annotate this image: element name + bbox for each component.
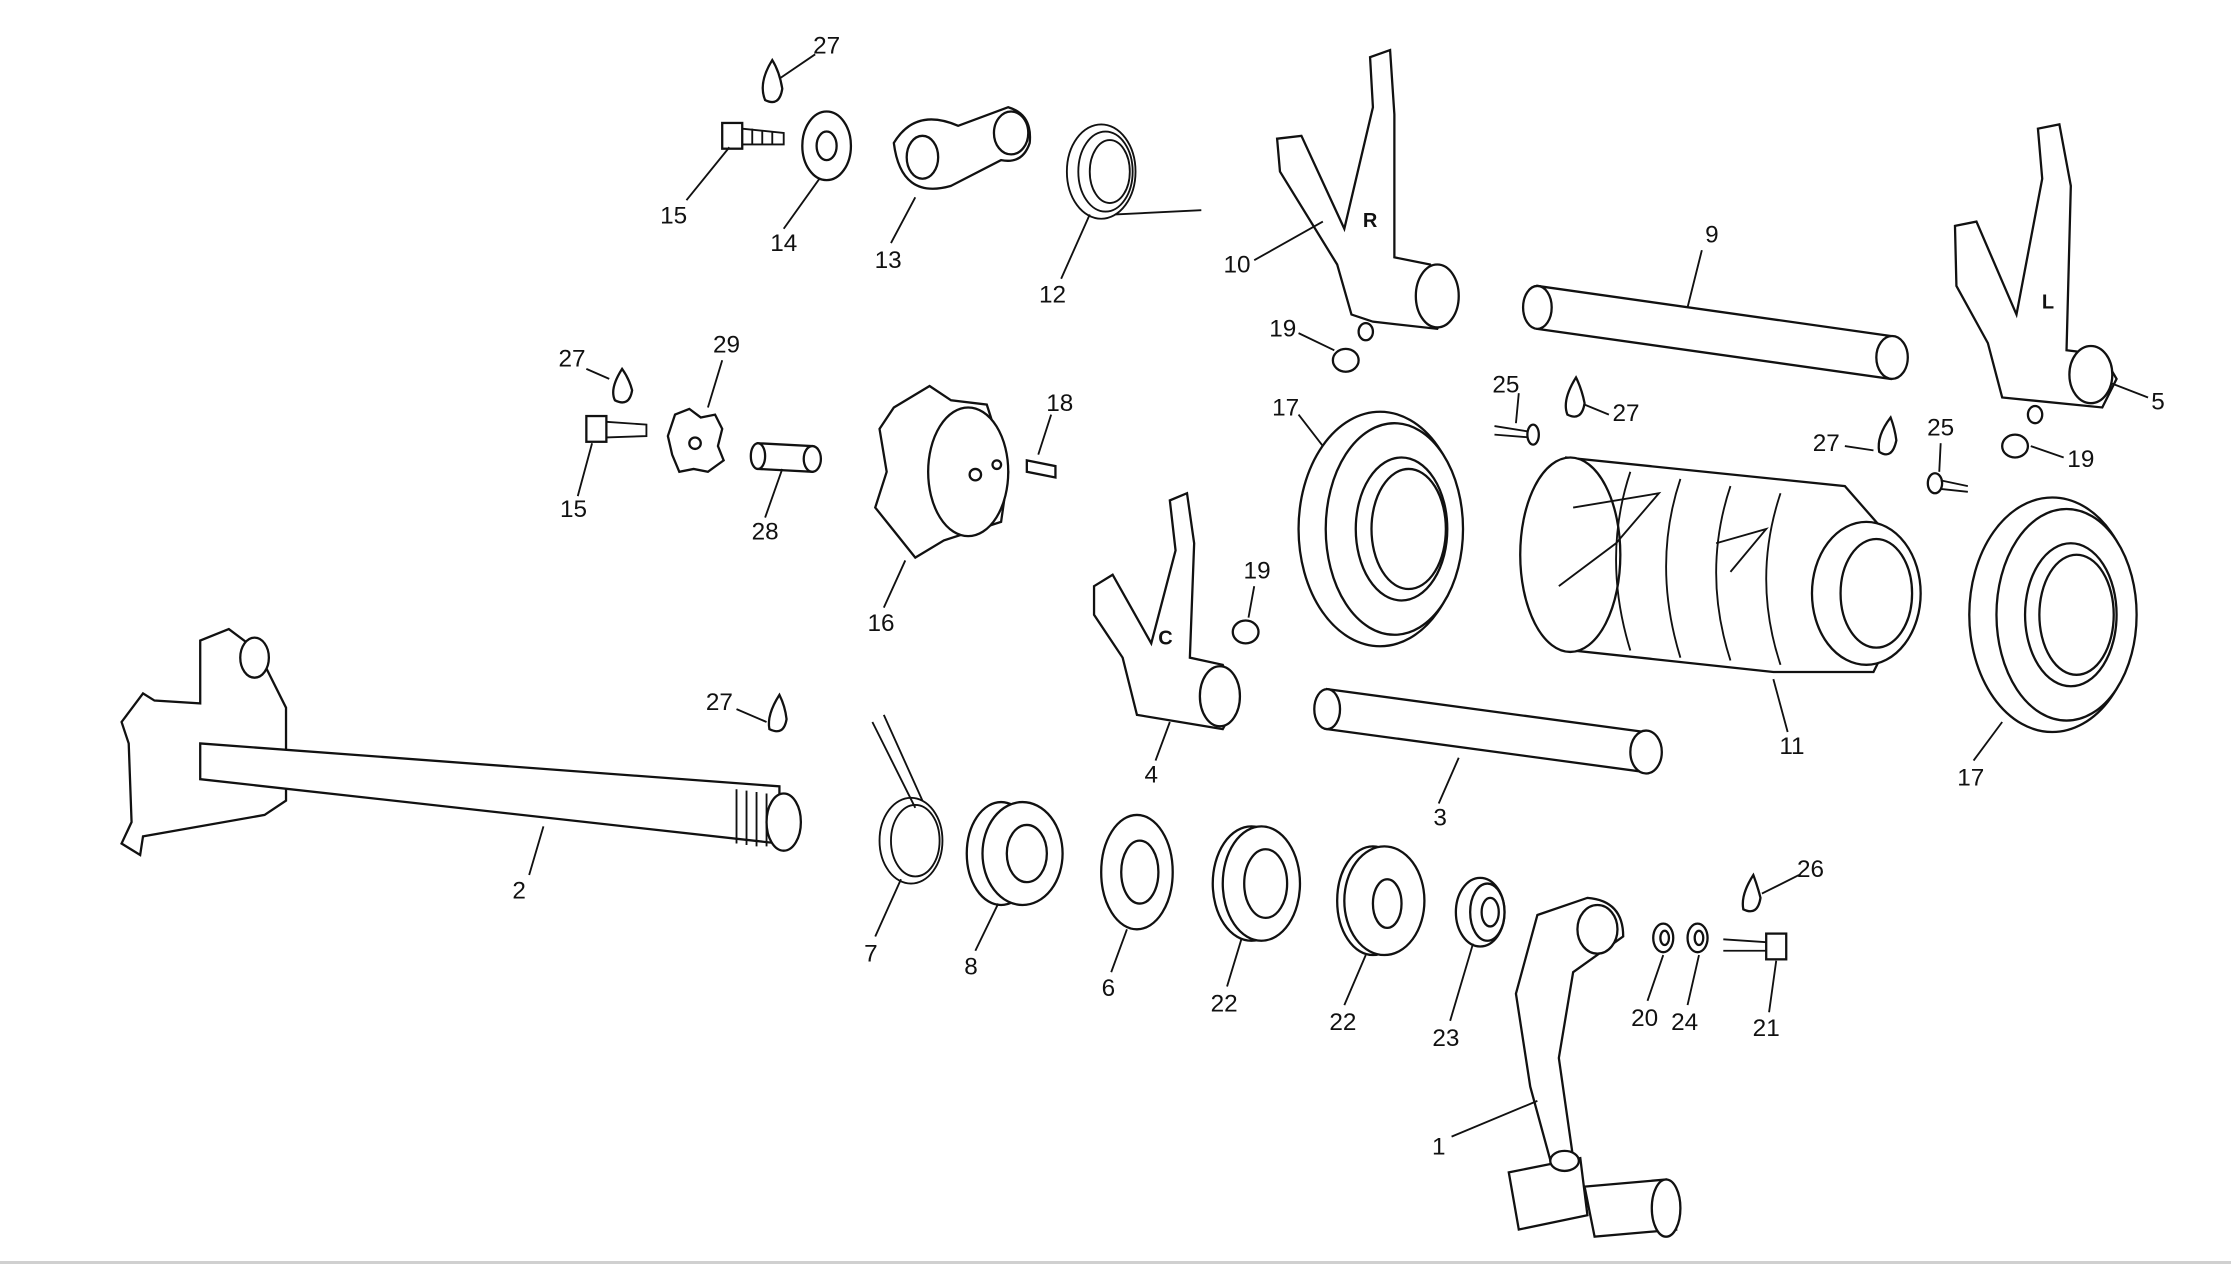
- part-2-shift-shaft: [120, 627, 803, 857]
- callout-label: 7: [864, 940, 878, 967]
- callout-label: 28: [752, 519, 779, 546]
- part-15-bolt-middle: [585, 414, 648, 443]
- callout-label: 15: [560, 496, 587, 523]
- grease-drop-icon: [612, 57, 1898, 913]
- callout-label: 9: [1705, 221, 1719, 248]
- callout-label: 8: [964, 953, 978, 980]
- callout-label: 25: [1492, 371, 1519, 398]
- part-10-shift-fork-r: R: [1275, 48, 1460, 331]
- part-17-bearing-right: [1968, 496, 2138, 734]
- bottom-divider: [0, 1261, 2231, 1264]
- callout-label: 10: [1224, 251, 1251, 278]
- fork-mark-r: R: [1363, 210, 1378, 232]
- callout-label: 29: [713, 331, 740, 358]
- callout-label: 19: [1244, 557, 1271, 584]
- part-16-cam-plate: [873, 384, 1010, 560]
- part-21-bolt: [1723, 932, 1788, 961]
- part-19-roller-2: [1231, 619, 1260, 645]
- callout-label: 14: [770, 230, 797, 257]
- callout-label: 5: [2151, 389, 2165, 416]
- callout-labels: 27 15 14 13 12 10 19 9 25 27 17 27 29 15…: [512, 33, 2164, 1161]
- callout-label: 4: [1144, 762, 1158, 789]
- part-24-washer: [1686, 922, 1709, 954]
- callout-label: 13: [875, 247, 902, 274]
- part-29-star-plate: [666, 407, 726, 474]
- part-9-fork-rod: [1521, 284, 1909, 381]
- callout-label: 19: [2067, 446, 2094, 473]
- callout-label: 1: [1432, 1133, 1446, 1160]
- part-22-bearing-2: [1336, 845, 1426, 957]
- part-15-bolt-top: [721, 121, 785, 150]
- part-3-fork-rod: [1313, 687, 1663, 775]
- callout-label: 18: [1046, 390, 1073, 417]
- part-13-lever: [892, 106, 1032, 190]
- fork-mark-l: L: [2042, 291, 2054, 313]
- callout-label: 12: [1039, 281, 1066, 308]
- part-11-shift-drum: [1519, 456, 1922, 674]
- callout-label: 17: [1272, 394, 1299, 421]
- part-19-roller-3: [2001, 404, 2044, 459]
- part-17-bearing-left: [1297, 410, 1465, 648]
- callout-label: 15: [660, 203, 687, 230]
- callout-label: 17: [1957, 765, 1984, 792]
- part-28-sleeve: [749, 442, 823, 474]
- callout-label: 3: [1433, 805, 1447, 832]
- callout-label: 27: [813, 33, 840, 60]
- part-22-bearing-1: [1211, 825, 1302, 942]
- callout-label: 27: [1813, 430, 1840, 457]
- part-6-washer: [1100, 813, 1174, 931]
- callout-label: 6: [1102, 975, 1116, 1002]
- callout-label: 16: [867, 610, 894, 637]
- leader-lines: [528, 53, 2149, 1138]
- callout-label: 19: [1269, 316, 1296, 343]
- part-1-shift-pedal: [1507, 896, 1682, 1238]
- part-5-shift-fork-l: L: [1953, 123, 2118, 409]
- callout-label: 26: [1797, 856, 1824, 883]
- fork-mark-c: C: [1158, 627, 1172, 649]
- callout-label: 24: [1671, 1009, 1698, 1036]
- callout-label: 11: [1779, 733, 1804, 760]
- callout-label: 2: [512, 878, 526, 905]
- callout-label: 21: [1753, 1015, 1780, 1042]
- callout-label: 22: [1329, 1009, 1356, 1036]
- callout-label: 27: [706, 689, 733, 716]
- callout-label: 22: [1211, 991, 1238, 1018]
- part-18-pin: [1025, 458, 1057, 479]
- part-23-seal: [1454, 876, 1506, 948]
- part-19-roller-1: [1331, 321, 1375, 373]
- callout-label: 25: [1927, 414, 1954, 441]
- part-14-bushing: [801, 110, 853, 182]
- part-20-washer: [1652, 922, 1675, 954]
- part-8-bushing: [965, 800, 1064, 907]
- callout-label: 23: [1432, 1025, 1459, 1052]
- part-12-spring: [1065, 123, 1202, 220]
- callout-label: 20: [1631, 1005, 1658, 1032]
- part-7-spring: [871, 714, 944, 885]
- part-25-screw-1: [1494, 423, 1540, 446]
- callout-label: 27: [1613, 400, 1640, 427]
- part-25-screw-2: [1926, 472, 1969, 495]
- part-4-shift-fork-c: C: [1092, 491, 1242, 731]
- callout-label: 27: [559, 346, 586, 373]
